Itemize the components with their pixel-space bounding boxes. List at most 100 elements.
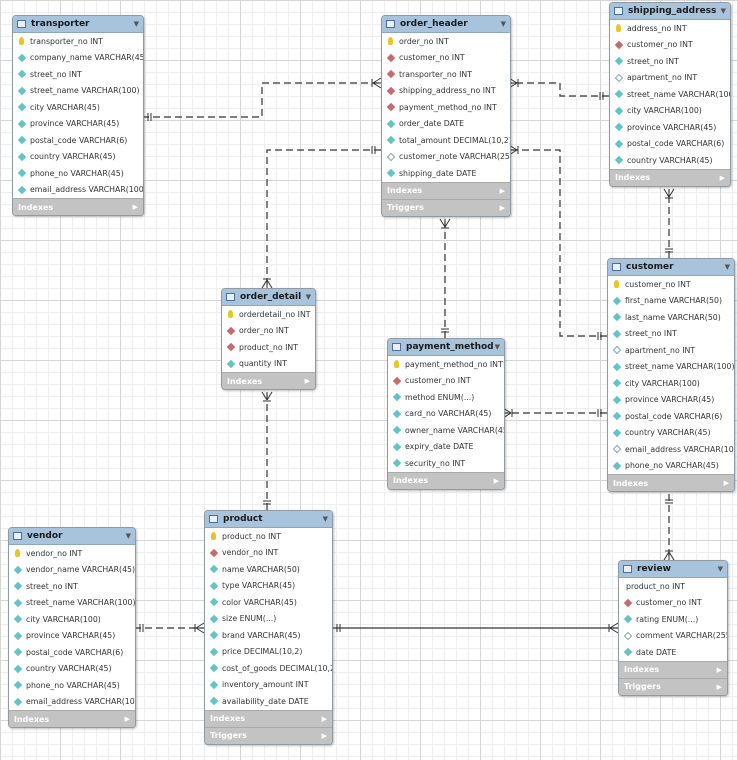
column-row[interactable]: phone_no VARCHAR(45) xyxy=(608,458,734,475)
column-row[interactable]: price DECIMAL(10,2) xyxy=(205,644,332,661)
column-row[interactable]: province VARCHAR(45) xyxy=(610,119,730,136)
collapse-arrow-icon[interactable]: ▼ xyxy=(717,565,723,573)
column-row[interactable]: rating ENUM(...) xyxy=(619,611,727,628)
column-row[interactable]: brand VARCHAR(45) xyxy=(205,627,332,644)
column-row[interactable]: street_name VARCHAR(100) xyxy=(13,83,143,100)
column-row[interactable]: comment VARCHAR(255) xyxy=(619,628,727,645)
column-row[interactable]: street_name VARCHAR(100) xyxy=(610,86,730,103)
relationship-customer-to-review[interactable] xyxy=(663,494,675,561)
indexes-section[interactable]: Indexes▶ xyxy=(619,660,727,678)
column-row[interactable]: city VARCHAR(45) xyxy=(13,99,143,116)
indexes-section[interactable]: Indexes▶ xyxy=(608,474,734,491)
column-row[interactable]: city VARCHAR(100) xyxy=(610,103,730,120)
indexes-section[interactable]: Indexes▶ xyxy=(205,709,332,727)
expand-arrow-icon[interactable]: ▶ xyxy=(321,714,327,723)
table-header[interactable]: customer▼ xyxy=(608,259,734,276)
column-row[interactable]: city VARCHAR(100) xyxy=(9,611,135,628)
column-row[interactable]: vendor_no INT xyxy=(205,545,332,562)
collapse-arrow-icon[interactable]: ▼ xyxy=(720,7,726,15)
column-row[interactable]: address_no INT xyxy=(610,20,730,37)
indexes-section[interactable]: Indexes▶ xyxy=(388,471,504,489)
indexes-section[interactable]: Indexes▶ xyxy=(610,168,730,186)
column-row[interactable]: availability_date DATE xyxy=(205,693,332,710)
column-row[interactable]: transporter_no INT xyxy=(382,66,510,83)
column-row[interactable]: inventory_amount INT xyxy=(205,677,332,694)
collapse-arrow-icon[interactable]: ▼ xyxy=(133,20,139,28)
column-row[interactable]: date DATE xyxy=(619,644,727,661)
column-row[interactable]: order_date DATE xyxy=(382,116,510,133)
column-row[interactable]: city VARCHAR(100) xyxy=(608,375,734,392)
column-row[interactable]: shipping_address_no INT xyxy=(382,83,510,100)
column-row[interactable]: owner_name VARCHAR(45) xyxy=(388,422,504,439)
column-row[interactable]: postal_code VARCHAR(6) xyxy=(608,408,734,425)
table-header[interactable]: transporter▼ xyxy=(13,16,143,33)
expand-arrow-icon[interactable]: ▶ xyxy=(499,203,505,212)
triggers-section[interactable]: Triggers▶ xyxy=(619,677,727,695)
column-row[interactable]: email_address VARCHAR(100) xyxy=(608,441,734,458)
column-row[interactable]: expiry_date DATE xyxy=(388,439,504,456)
column-row[interactable]: email_address VARCHAR(100) xyxy=(13,182,143,199)
relationship-product-to-order-detail[interactable] xyxy=(261,391,273,510)
column-row[interactable]: province VARCHAR(45) xyxy=(9,628,135,645)
column-row[interactable]: postal_code VARCHAR(6) xyxy=(610,136,730,153)
column-row[interactable]: email_address VARCHAR(100) xyxy=(9,694,135,711)
triggers-section[interactable]: Triggers▶ xyxy=(382,198,510,216)
column-row[interactable]: street_no INT xyxy=(610,53,730,70)
column-row[interactable]: customer_no INT xyxy=(619,595,727,612)
expand-arrow-icon[interactable]: ▶ xyxy=(719,173,725,182)
column-row[interactable]: street_no INT xyxy=(9,578,135,595)
expand-arrow-icon[interactable]: ▶ xyxy=(716,665,722,674)
expand-arrow-icon[interactable]: ▶ xyxy=(321,731,327,740)
table-header[interactable]: order_header▼ xyxy=(382,16,510,33)
expand-arrow-icon[interactable]: ▶ xyxy=(723,479,729,487)
column-row[interactable]: size ENUM(...) xyxy=(205,611,332,628)
table-header[interactable]: product▼ xyxy=(205,511,332,528)
column-row[interactable]: order_no INT xyxy=(222,323,315,340)
indexes-section[interactable]: Indexes▶ xyxy=(382,181,510,199)
column-row[interactable]: postal_code VARCHAR(6) xyxy=(9,644,135,661)
column-row[interactable]: customer_no INT xyxy=(382,50,510,67)
column-row[interactable]: street_name VARCHAR(100) xyxy=(608,359,734,376)
column-row[interactable]: apartment_no INT xyxy=(610,70,730,87)
column-row[interactable]: method ENUM(...) xyxy=(388,389,504,406)
relationship-product-to-review[interactable] xyxy=(331,622,619,634)
column-row[interactable]: company_name VARCHAR(45) xyxy=(13,50,143,67)
expand-arrow-icon[interactable]: ▶ xyxy=(132,203,138,211)
relationship-shipping-address-to-order-header[interactable] xyxy=(508,77,609,100)
expand-arrow-icon[interactable]: ▶ xyxy=(716,682,722,691)
column-row[interactable]: product_no INT xyxy=(619,578,727,595)
indexes-section[interactable]: Indexes▶ xyxy=(9,710,135,727)
collapse-arrow-icon[interactable]: ▼ xyxy=(500,20,506,28)
column-row[interactable]: payment_method_no INT xyxy=(388,356,504,373)
indexes-section[interactable]: Indexes▶ xyxy=(222,372,315,389)
column-row[interactable]: apartment_no INT xyxy=(608,342,734,359)
column-row[interactable]: country VARCHAR(45) xyxy=(9,661,135,678)
column-row[interactable]: security_no INT xyxy=(388,455,504,472)
relationship-customer-to-order-header[interactable] xyxy=(508,144,607,340)
column-row[interactable]: card_no VARCHAR(45) xyxy=(388,406,504,423)
column-row[interactable]: country VARCHAR(45) xyxy=(608,425,734,442)
relationship-order-header-to-order-detail[interactable] xyxy=(261,146,381,289)
column-row[interactable]: street_name VARCHAR(100) xyxy=(9,595,135,612)
column-row[interactable]: payment_method_no INT xyxy=(382,99,510,116)
column-row[interactable]: vendor_no INT xyxy=(9,545,135,562)
column-row[interactable]: country VARCHAR(45) xyxy=(610,152,730,169)
column-row[interactable]: street_no INT xyxy=(13,66,143,83)
relationship-payment-method-to-order-header[interactable] xyxy=(439,218,451,338)
expand-arrow-icon[interactable]: ▶ xyxy=(493,476,499,485)
table-header[interactable]: vendor▼ xyxy=(9,528,135,545)
column-row[interactable]: vendor_name VARCHAR(45) xyxy=(9,562,135,579)
column-row[interactable]: product_no INT xyxy=(205,528,332,545)
collapse-arrow-icon[interactable]: ▼ xyxy=(322,515,328,523)
indexes-section[interactable]: Indexes▶ xyxy=(13,198,143,215)
relationship-customer-to-shipping-address[interactable] xyxy=(663,188,675,258)
column-row[interactable]: shipping_date DATE xyxy=(382,165,510,182)
relationship-customer-to-payment-method[interactable] xyxy=(502,407,607,419)
column-row[interactable]: product_no INT xyxy=(222,339,315,356)
